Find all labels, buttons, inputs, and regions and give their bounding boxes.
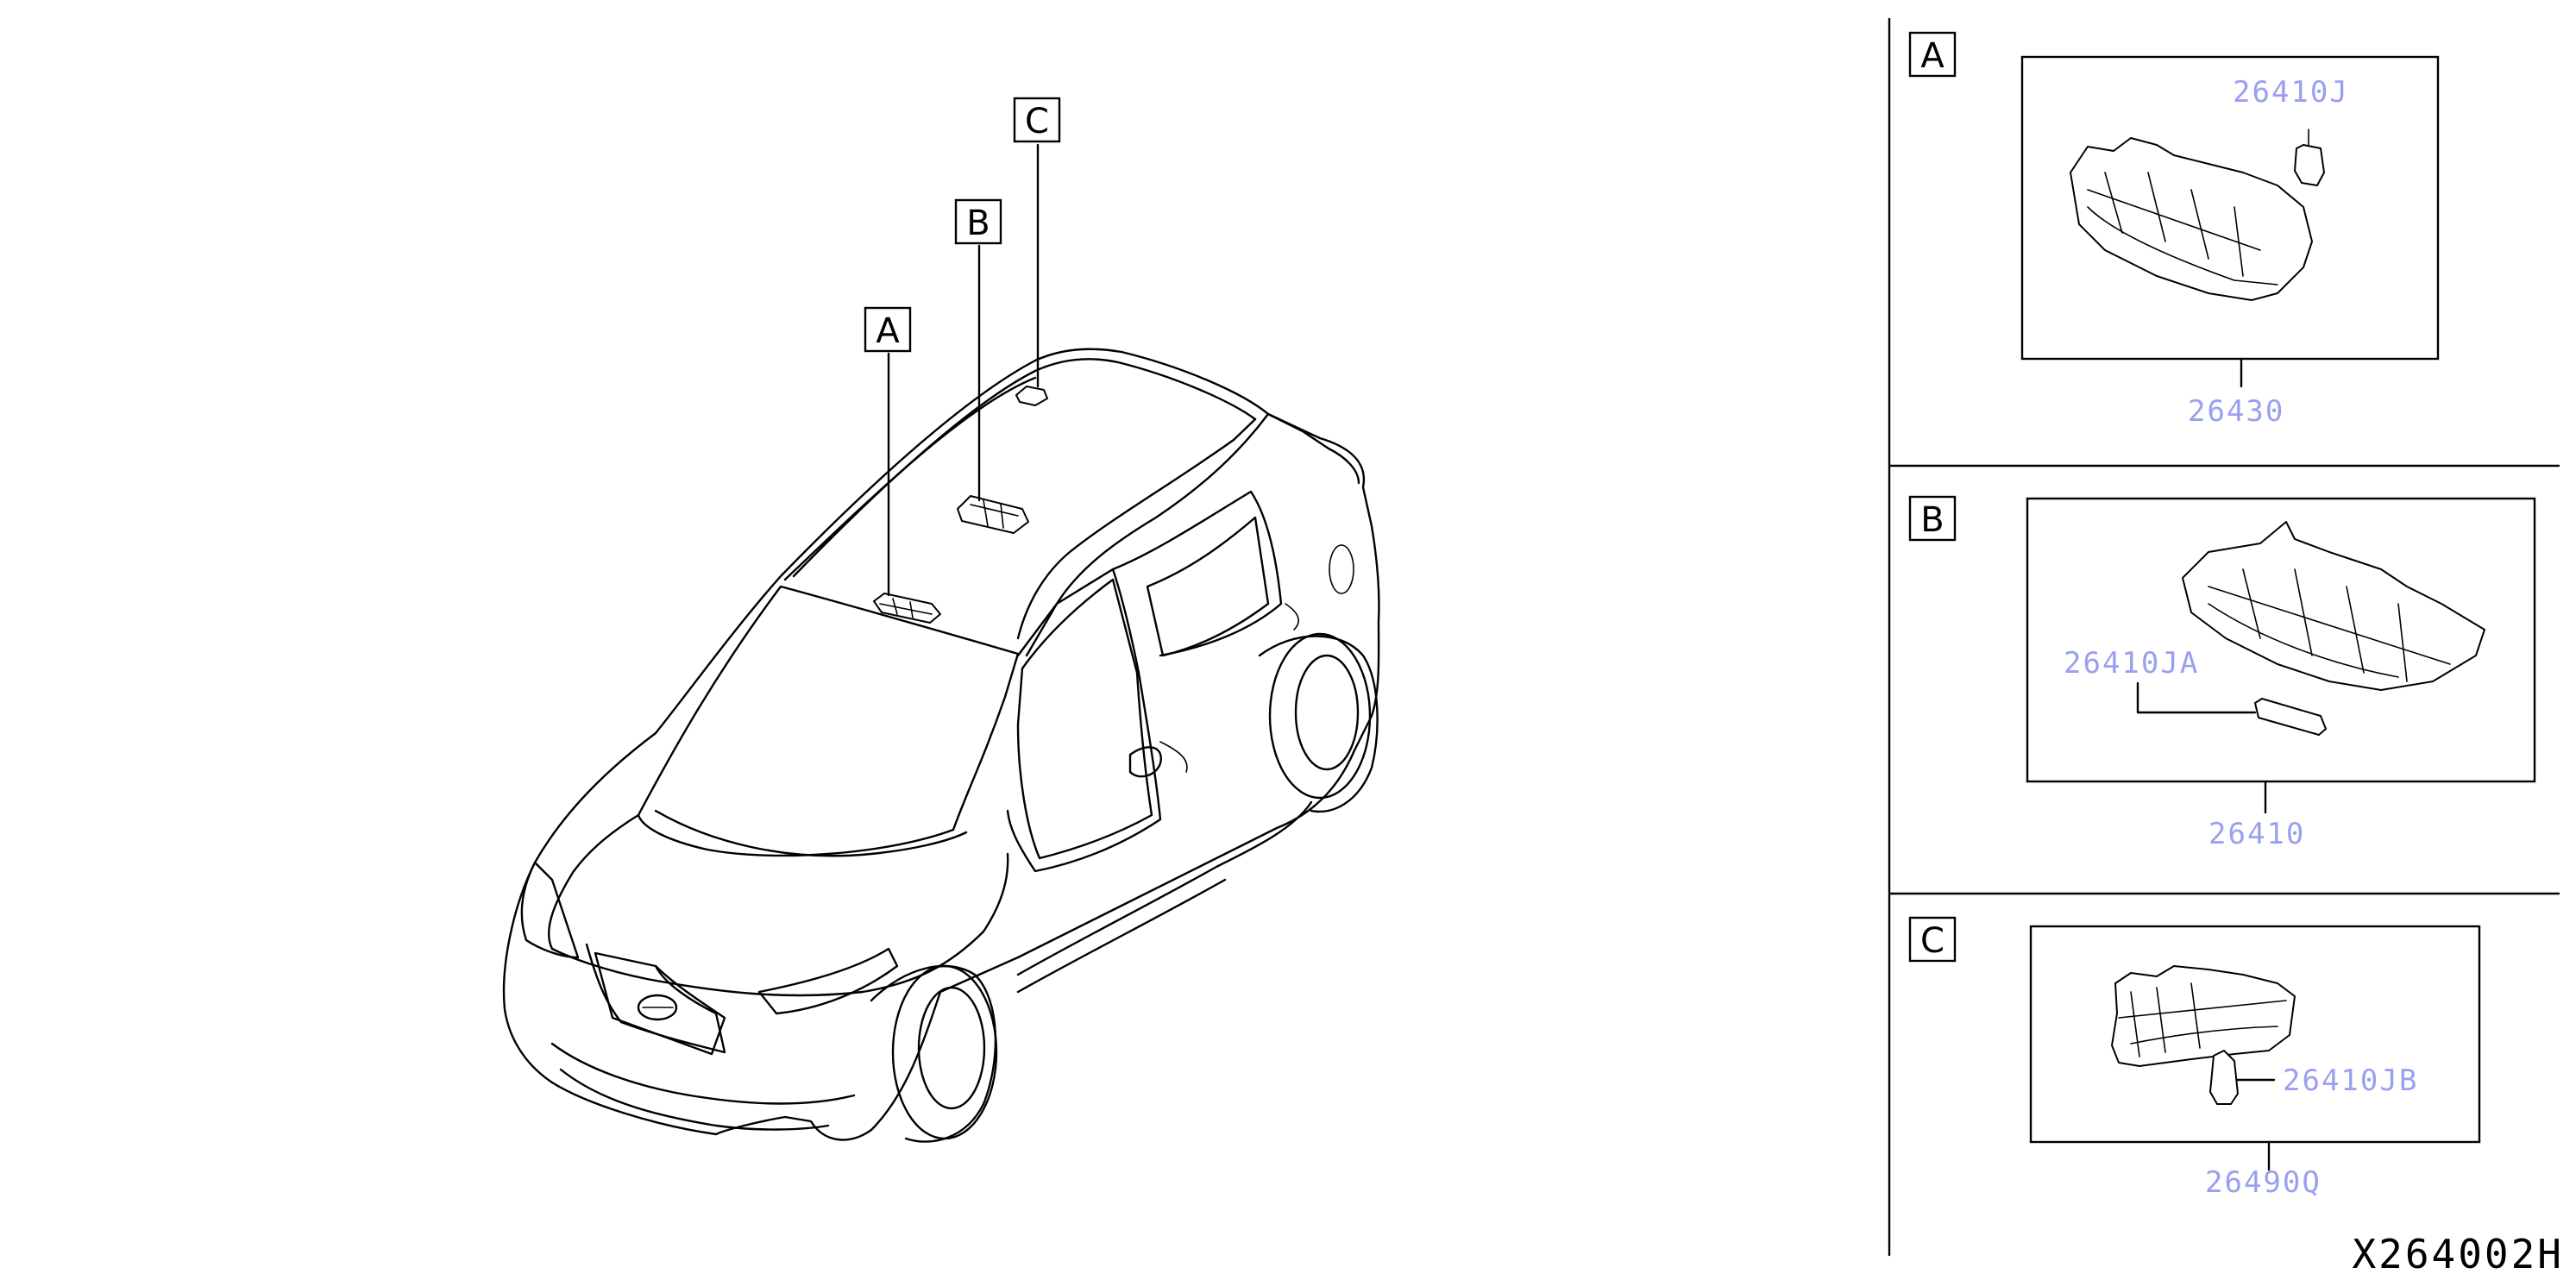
- bulb-a: [2294, 144, 2325, 186]
- panel-a-letter: A: [1920, 36, 1945, 76]
- panel-c: C 26410JB 26490Q: [1908, 916, 2481, 1200]
- roof-lamp-b: [957, 495, 1029, 534]
- lamp-housing-b: [2182, 521, 2485, 691]
- panel-a: A 26410J 26430: [1908, 31, 2440, 429]
- panel-c-letter: C: [1920, 921, 1945, 961]
- vehicle-callout-c: C: [1013, 97, 1061, 143]
- svg-text:A: A: [876, 311, 900, 351]
- assembly-part-number-c: 26490Q: [2205, 1165, 2322, 1200]
- svg-text:B: B: [966, 204, 990, 243]
- roof-lamp-a: [873, 593, 941, 624]
- lamp-housing-a: [2070, 137, 2313, 301]
- bulb-part-number-a: 26410J: [2233, 75, 2349, 110]
- roof-lamp-c: [1015, 386, 1048, 406]
- bulb-c: [2209, 1050, 2239, 1105]
- panel-a-letter-box: [1908, 31, 1957, 78]
- diagram-id: X264002H: [2352, 1231, 2564, 1277]
- bulb-part-number-c: 26410JB: [2283, 1064, 2418, 1098]
- assembly-part-number-a: 26430: [2188, 394, 2284, 429]
- bulb-b: [2254, 698, 2327, 736]
- vehicle-callout-a: A: [864, 306, 912, 353]
- panel-b-letter-box: [1908, 495, 1957, 542]
- panel-b: B 26410JA 26410: [1908, 495, 2536, 851]
- lamp-housing-c: [2111, 965, 2296, 1067]
- panel-c-letter-box: [1908, 916, 1957, 963]
- panel-b-letter: B: [1920, 500, 1944, 540]
- vehicle-callout-b: B: [954, 198, 1002, 245]
- assembly-part-number-b: 26410: [2208, 817, 2305, 851]
- vehicle-drawing: [502, 143, 1380, 1143]
- bulb-part-number-b: 26410JA: [2064, 646, 2199, 681]
- svg-text:C: C: [1025, 102, 1049, 141]
